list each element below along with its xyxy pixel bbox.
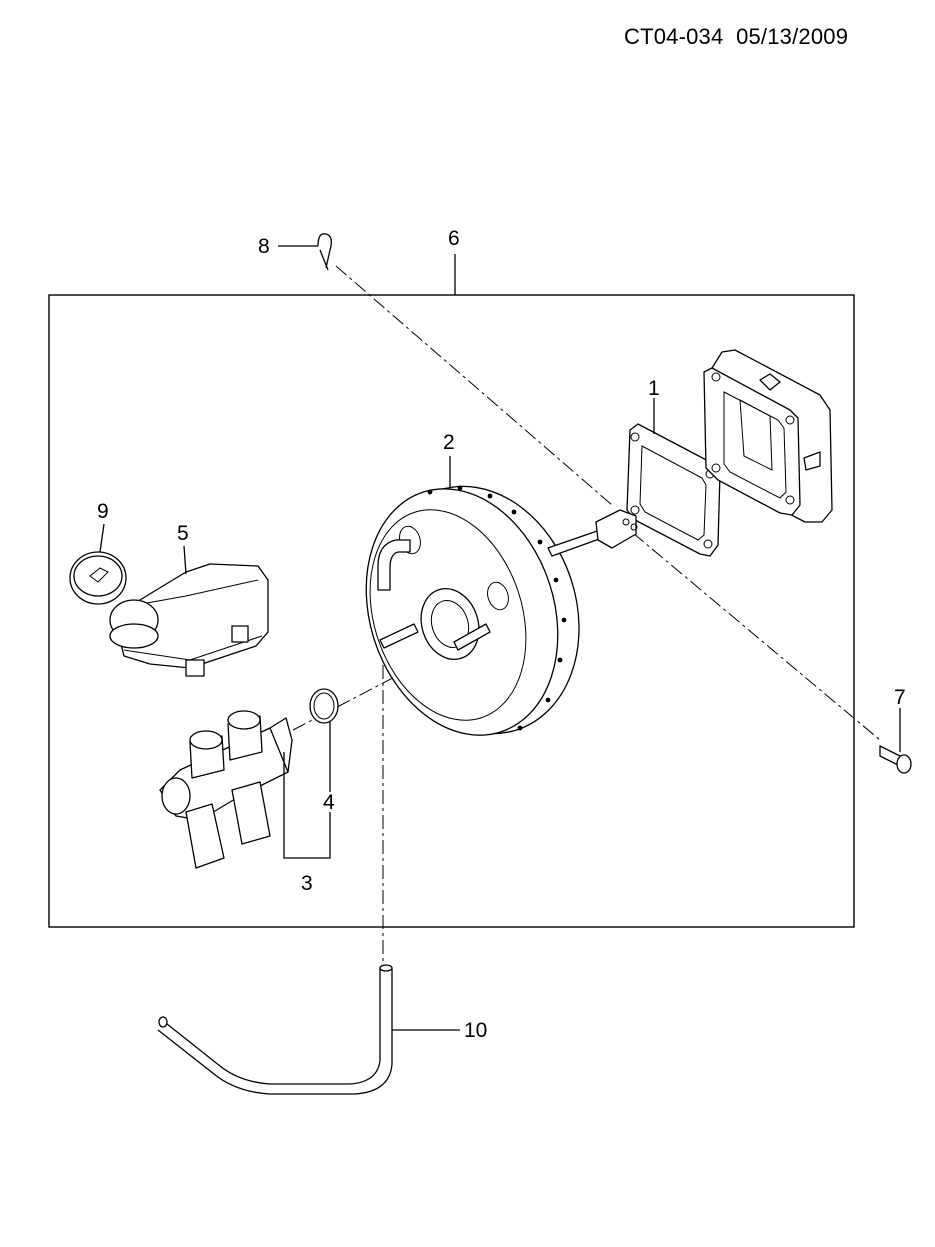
callout-10: 10 [464,1019,487,1042]
callout-1: 1 [648,377,660,400]
callout-5: 5 [177,522,189,545]
brake-booster [365,485,638,736]
vacuum-hose [157,964,393,1095]
master-cylinder [159,710,293,869]
retaining-clip [317,233,332,271]
drawing-date: 05/13/2009 [736,24,849,49]
callout-3: 3 [301,872,313,895]
reservoir-cap [69,551,127,605]
leader-lines [99,245,901,1031]
drawing-code: CT04-034 [624,24,724,49]
callout-4: 4 [323,791,335,814]
drawing-reference: CT04-034 05/13/2009 [624,24,924,50]
clevis-pin [879,745,912,774]
mounting-seal-plate [703,349,833,523]
callout-6: 6 [448,227,460,250]
fluid-reservoir [109,563,269,677]
assembly-frame [48,294,855,928]
callout-2: 2 [443,431,455,454]
booster-bead-marks [427,485,567,731]
callout-8: 8 [258,235,270,258]
callout-9: 9 [97,500,109,523]
callout-7: 7 [894,686,906,709]
